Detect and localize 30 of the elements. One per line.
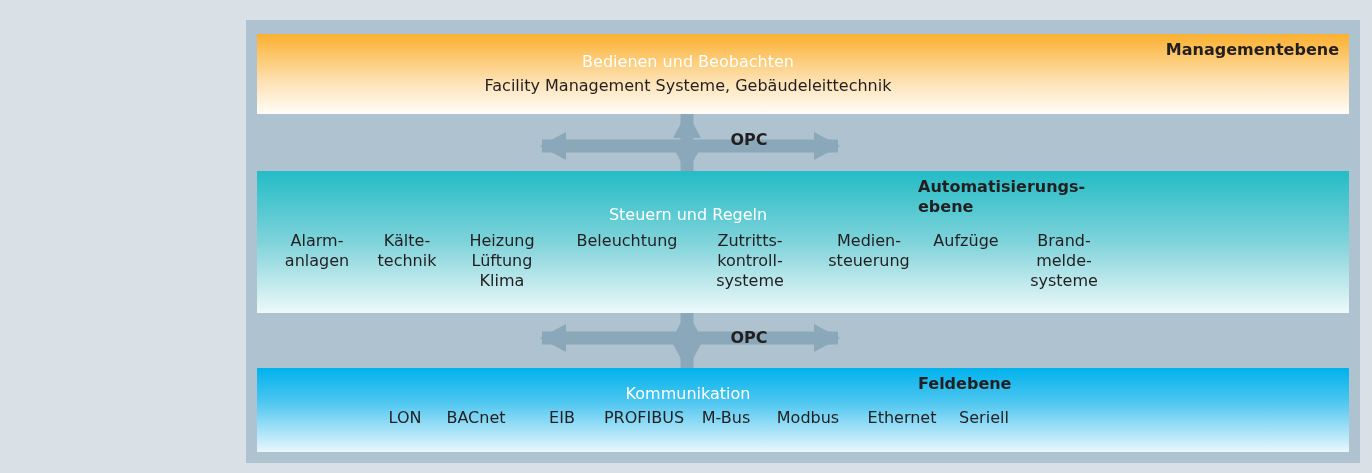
layer-subtitle: Bedienen und Beobachten [582, 52, 794, 72]
subsystem-label: Brand- melde- systeme [1030, 231, 1098, 291]
layer-subtitle: Kommunikation [625, 384, 751, 404]
management-layer-band [257, 34, 1349, 114]
subsystem-label: Modbus [776, 408, 840, 428]
subsystem-label: M-Bus [701, 408, 751, 428]
subsystem-label: Aufzüge [933, 231, 999, 251]
subsystem-label: Facility Management Systeme, Gebäudeleittechnik [484, 76, 892, 96]
automation-layer-band [257, 171, 1349, 313]
subsystem-label: Zutritts- kontroll- systeme [716, 231, 784, 291]
subsystem-label: Medien- steuerung [828, 231, 910, 271]
subsystem-label: Heizung Lüftung Klima [469, 231, 535, 291]
layer-subtitle: Steuern und Regeln [608, 205, 768, 225]
subsystem-label: Ethernet [867, 408, 937, 428]
subsystem-label: LON [388, 408, 422, 428]
edge-label: OPC [730, 129, 768, 148]
layer-heading: Feldebene [918, 374, 1012, 394]
subsystem-label: PROFIBUS [603, 408, 685, 428]
layer-heading: Automatisierungs- ebene [918, 177, 1086, 217]
subsystem-label: Kälte- technik [377, 231, 437, 271]
subsystem-label: BACnet [446, 408, 506, 428]
subsystem-label: EIB [549, 408, 575, 428]
edge-label: OPC [730, 327, 768, 346]
field-layer-band [257, 368, 1349, 452]
subsystem-label: Seriell [959, 408, 1009, 428]
subsystem-label: Beleuchtung [576, 231, 678, 251]
subsystem-label: Alarm- anlagen [284, 231, 350, 271]
double-arrow [673, 311, 701, 370]
double-arrow [673, 112, 701, 173]
layer-heading: Managementebene [1165, 40, 1339, 60]
